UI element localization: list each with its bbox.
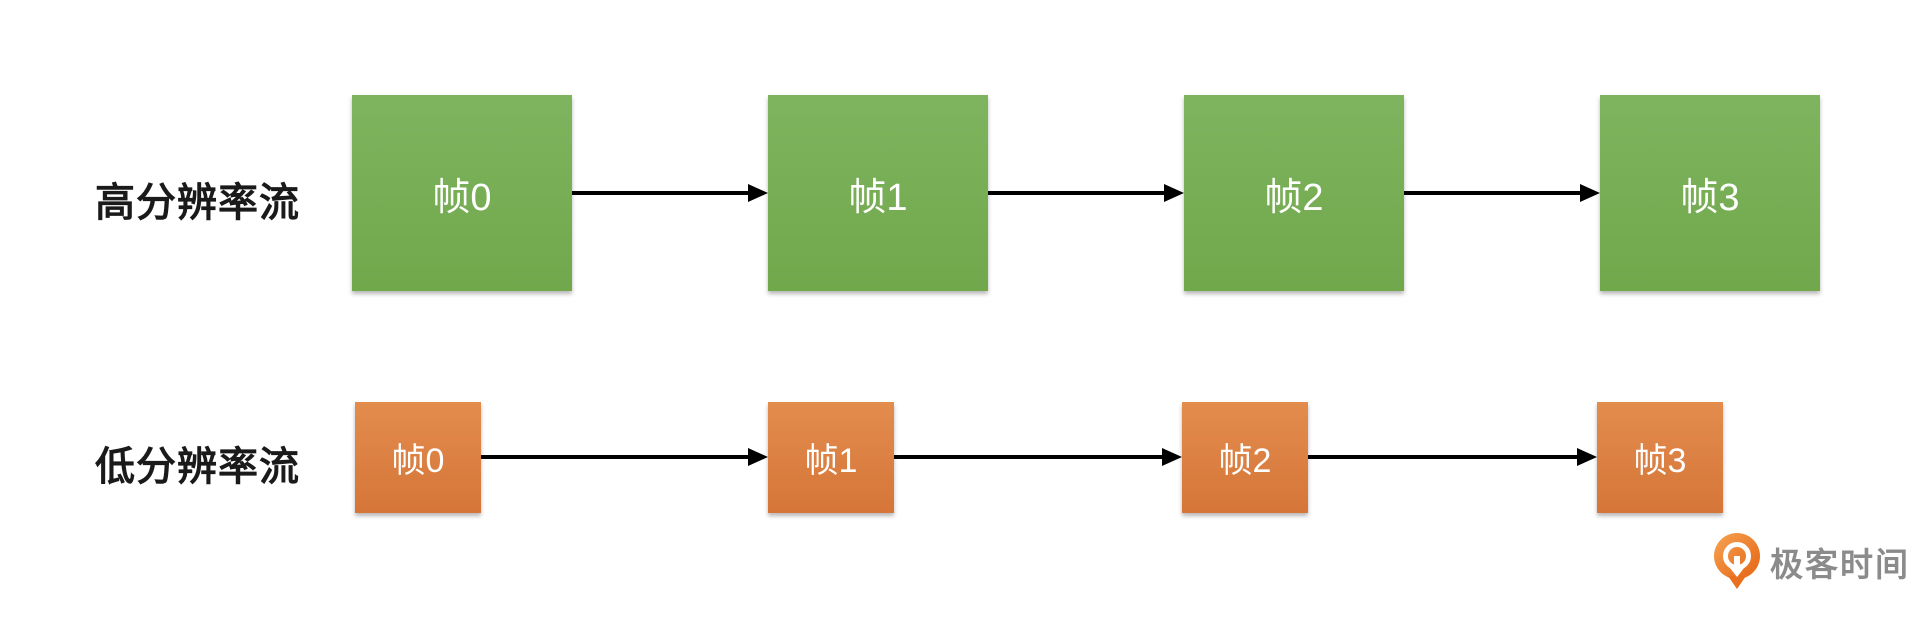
low-res-stream-label: 低分辨率流 xyxy=(95,445,300,489)
frame-label: 帧3 xyxy=(1680,176,1740,219)
frame-label: 帧3 xyxy=(1633,442,1687,480)
arrow-right-icon xyxy=(1308,448,1597,466)
frame-label: 帧0 xyxy=(391,442,445,480)
frame-label: 帧1 xyxy=(804,442,858,480)
high-res-stream-label: 高分辨率流 xyxy=(95,181,300,225)
logo-hand xyxy=(1734,556,1740,569)
logo-pin-tail xyxy=(1728,576,1746,589)
high-res-frame-0: 帧0 xyxy=(352,95,572,291)
geektime-logo: 极客时间 xyxy=(1714,533,1910,591)
frame-label: 帧0 xyxy=(432,176,492,219)
frame-label: 帧1 xyxy=(848,176,908,219)
high-res-frame-2: 帧2 xyxy=(1184,95,1404,291)
arrow-right-icon xyxy=(572,184,768,202)
high-res-frame-3: 帧3 xyxy=(1600,95,1820,291)
frame-label: 帧2 xyxy=(1218,442,1272,480)
low-res-frame-2: 帧2 xyxy=(1182,402,1308,513)
arrow-right-icon xyxy=(1404,184,1600,202)
frame-label: 帧2 xyxy=(1264,176,1324,219)
high-res-frame-1: 帧1 xyxy=(768,95,988,291)
low-res-frame-1: 帧1 xyxy=(768,402,894,513)
arrow-right-icon xyxy=(894,448,1182,466)
geektime-pin-icon xyxy=(1714,533,1760,591)
logo-hand-tip xyxy=(1730,568,1744,577)
geektime-logo-text: 极客时间 xyxy=(1770,546,1910,583)
low-res-frame-0: 帧0 xyxy=(355,402,481,513)
arrow-right-icon xyxy=(988,184,1184,202)
arrow-right-icon xyxy=(481,448,768,466)
low-res-frame-3: 帧3 xyxy=(1597,402,1723,513)
